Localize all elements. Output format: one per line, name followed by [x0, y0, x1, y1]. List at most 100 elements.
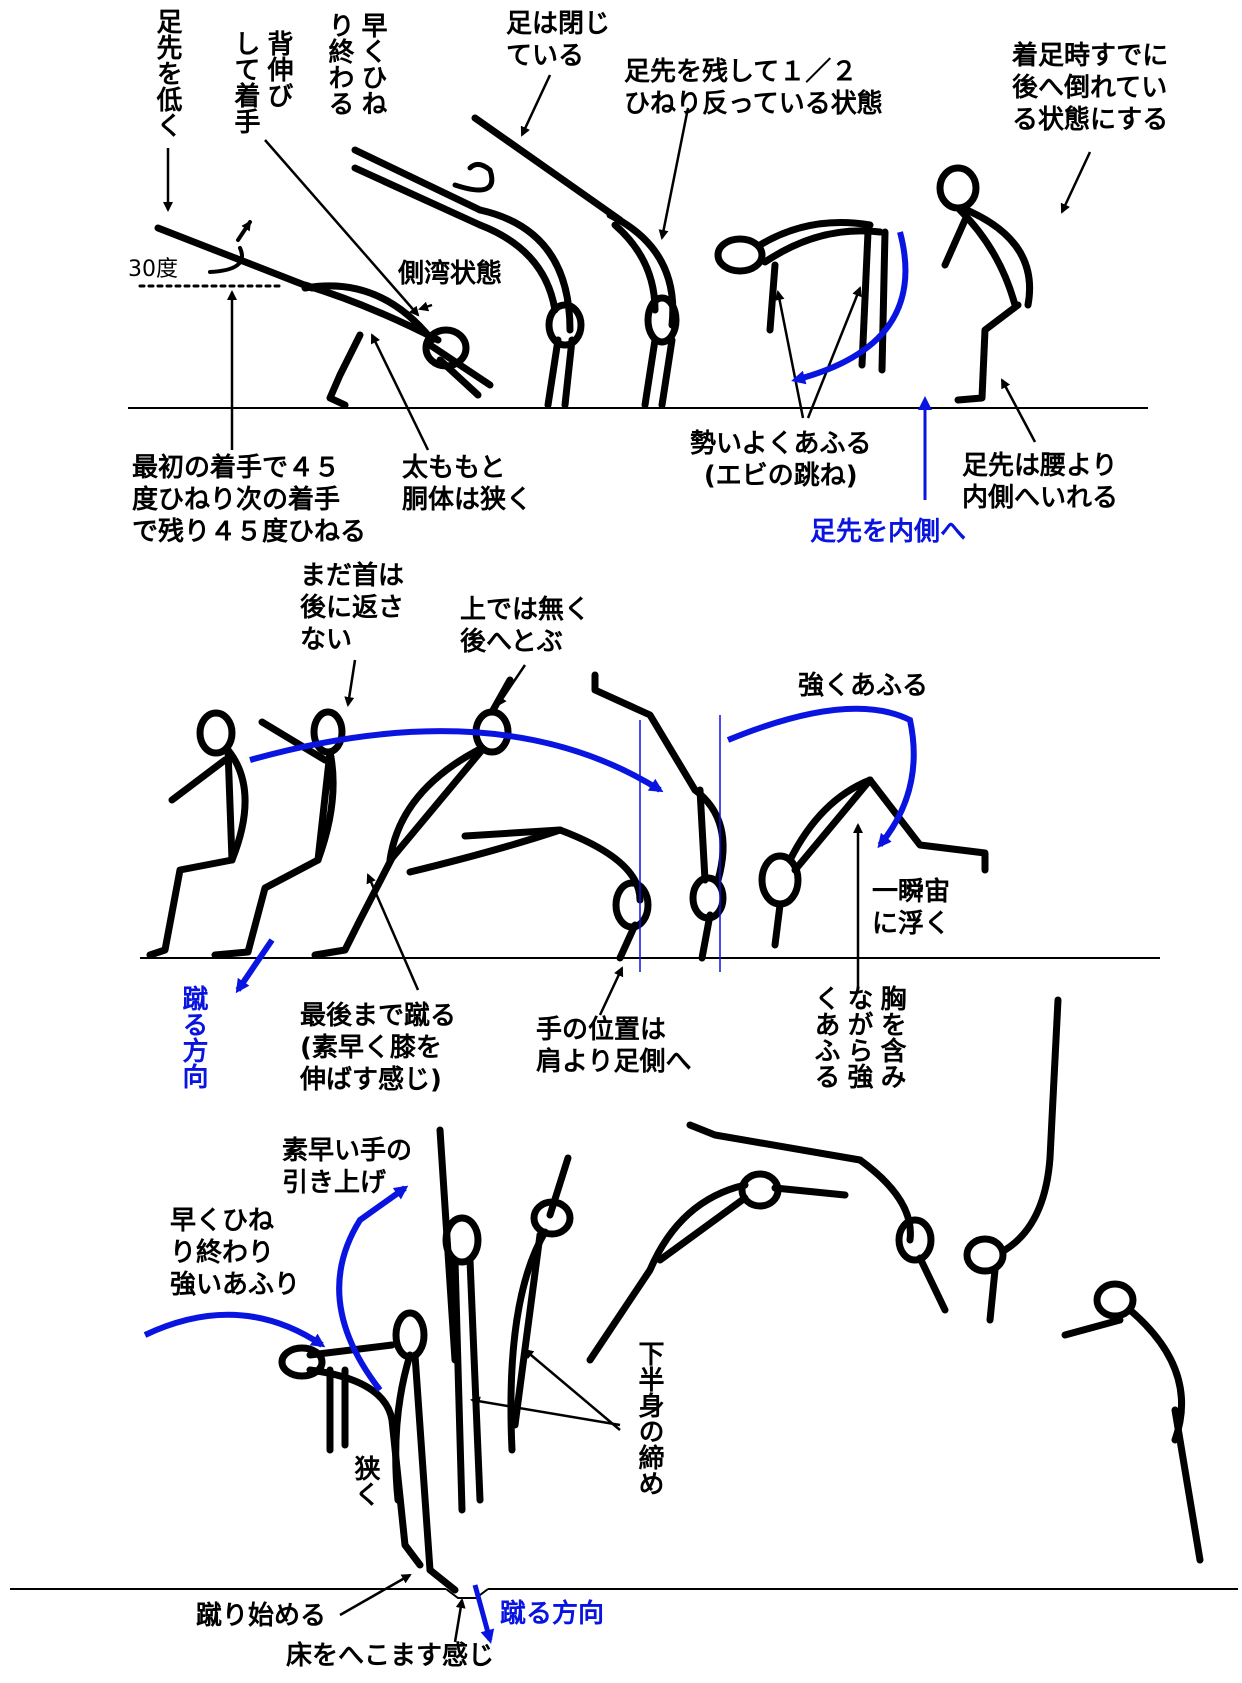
- figD-leg2: [461, 826, 564, 840]
- floor-dent: [445, 1588, 489, 1599]
- figI-body: [451, 1256, 466, 1514]
- fig3-arm: [641, 336, 659, 409]
- panel2-thin-lines: [639, 715, 721, 972]
- fig4-body: [756, 219, 874, 249]
- floor-kick-arrow: [472, 1584, 495, 1644]
- label-twist-finish: 早くひね り終わり 強いあふり: [170, 1206, 301, 1300]
- label-toe-inward: 足先を内側へ: [810, 517, 967, 547]
- figL-body: [856, 1156, 914, 1244]
- fig4-head: [714, 235, 766, 275]
- label-chest: 胸を含み ながら強 くあふる: [810, 985, 906, 1089]
- label-toe-inside-waist: 足先は腰より 内側へいれる: [962, 451, 1119, 513]
- figM-arm: [986, 1266, 999, 1324]
- label-narrow: 狭く: [350, 1455, 380, 1507]
- fig2-leg2: [351, 164, 484, 229]
- label-hand-pull: 素早い手の 引き上げ: [282, 1136, 413, 1198]
- figN-leg: [1171, 1406, 1204, 1564]
- panel2-pointers: [344, 659, 863, 1016]
- figF-arm: [771, 901, 784, 949]
- figN-arm: [1061, 1316, 1124, 1339]
- label-lower-body: 下半身の締め: [634, 1340, 664, 1496]
- panel3-figures: [278, 996, 1204, 1594]
- figH-foot: [426, 1566, 459, 1594]
- figK-arm: [771, 1184, 849, 1199]
- figE-head: [689, 874, 727, 922]
- fig2-body2: [476, 221, 559, 314]
- label-falling-back: 着足時すでに 後へ倒れてい る状態にする: [1012, 41, 1169, 135]
- figA-body2: [224, 746, 236, 864]
- swing-arrow: [791, 231, 909, 385]
- figC-body: [386, 744, 486, 864]
- figI-body2: [466, 1256, 484, 1504]
- hand-pull-arrow: [336, 1185, 409, 1392]
- label-thigh-narrow: 太ももと 胴体は狭く: [402, 453, 533, 515]
- fig4-leg2: [878, 228, 889, 374]
- label-floor-dent: 床をへこます感じ: [286, 1641, 495, 1671]
- figM-body: [1001, 1154, 1054, 1254]
- figJ-arm: [546, 1154, 572, 1219]
- figL-leg: [686, 1121, 864, 1164]
- label-swing: 勢いよくあふる (エビの跳ね): [690, 429, 872, 491]
- panel1-blue-arrows: [791, 231, 932, 500]
- figK-body2: [656, 1194, 749, 1264]
- label-back-stretch: 背伸び して着手: [230, 30, 293, 134]
- label-jump-back: 上では無く 後へとぶ: [460, 595, 591, 657]
- label-first-hand: 最初の着手で４５ 度ひねり次の着手 で残り４５度ひねる: [132, 453, 367, 547]
- fig5-head: [936, 164, 980, 212]
- figJ-body2: [511, 1231, 544, 1429]
- figG-head: [278, 1344, 326, 1380]
- figF-leg: [866, 776, 989, 874]
- figA-body: [224, 746, 249, 864]
- fig4-leg: [858, 228, 872, 369]
- label-neck: まだ首は 後に返さ ない: [300, 561, 405, 655]
- figG-body: [306, 1366, 396, 1424]
- figM-head: [963, 1235, 1007, 1275]
- figF-body2: [791, 776, 874, 874]
- panel3-pointers: [339, 1348, 621, 1643]
- fig4-arm: [766, 261, 779, 334]
- figA-leg: [146, 856, 236, 959]
- figG-leg2: [306, 1341, 396, 1359]
- figB-arm: [258, 718, 329, 764]
- floor-lines: [10, 407, 1238, 1599]
- label-float: 一瞬宙 に浮く: [872, 877, 951, 939]
- figD-head: [612, 879, 652, 931]
- twist-swing-arrow: [143, 1311, 326, 1348]
- label-kick-direction: 蹴る方向: [178, 985, 208, 1089]
- figF-head: [758, 852, 802, 908]
- figC-body2: [388, 746, 486, 862]
- figK-body: [586, 1181, 749, 1364]
- figC-arm: [488, 676, 514, 716]
- figD-leg: [406, 826, 564, 876]
- panel2-blue-arrows: [235, 705, 917, 994]
- fig1-arm2: [436, 356, 482, 399]
- fig2-arm2: [561, 336, 576, 409]
- panel2-figures: [146, 671, 989, 962]
- figB-leg: [211, 856, 322, 959]
- figF-body: [786, 776, 874, 864]
- fig3-body2: [611, 221, 659, 314]
- figL-arm: [916, 1254, 949, 1314]
- label-lateral-arch: 側湾状態: [398, 259, 503, 289]
- fig1-rot-arrow: [208, 246, 244, 274]
- panel3-blue-arrows: [143, 1185, 495, 1644]
- figA-head: [196, 709, 236, 757]
- figE-arm: [698, 911, 714, 962]
- label-toe-low: 足先を低く: [152, 8, 182, 138]
- figH-head: [392, 1309, 428, 1361]
- fig3-head: [644, 294, 680, 346]
- label-twist-early: 早くひね り終わる: [324, 12, 387, 116]
- label-half-twist: 足先を残して１／２ ひねり反っている状態: [624, 57, 883, 119]
- figD-arm: [616, 921, 639, 962]
- fig3-leg: [471, 114, 624, 224]
- fig2-leg: [351, 146, 484, 214]
- figH-body: [411, 1351, 434, 1574]
- fig3-arm2: [658, 336, 676, 409]
- figB-body2: [314, 748, 334, 864]
- fig1-support-leg: [326, 331, 364, 409]
- fig2-arm: [544, 336, 562, 409]
- flight-arrow: [249, 728, 664, 793]
- figH-body2: [392, 1351, 414, 1504]
- label-kick-last: 最後まで蹴る (素早く膝を 伸ばす感じ): [300, 1001, 457, 1095]
- figL-head: [895, 1216, 935, 1264]
